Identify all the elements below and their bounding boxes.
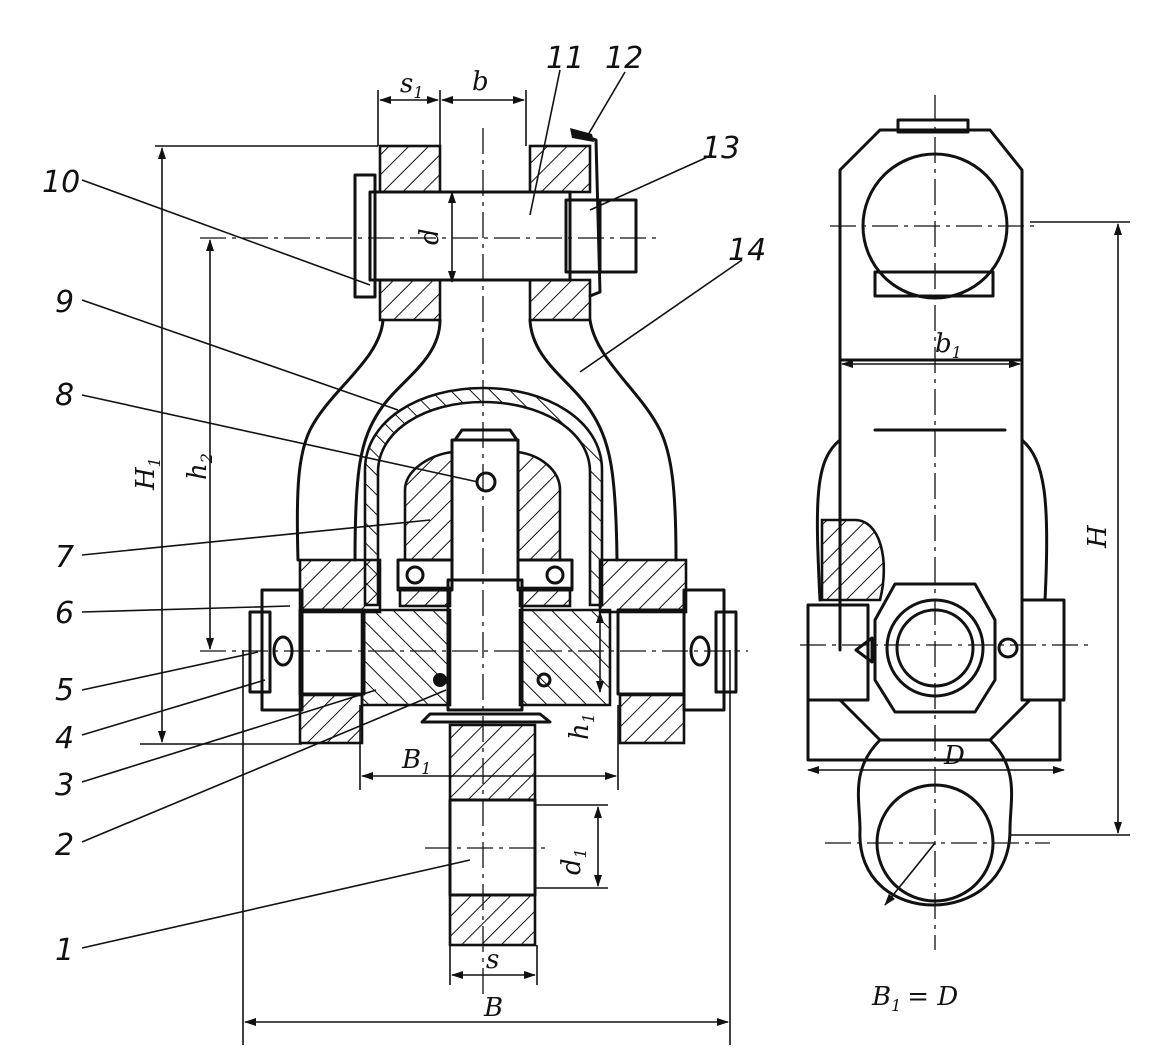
dim-s1: s1 [400, 69, 424, 102]
equality-note: B1= D [871, 982, 958, 1015]
svg-text:d: d [415, 228, 445, 245]
callout-5: 5 [55, 673, 74, 708]
svg-text:s: s [486, 945, 499, 975]
callout-1: 1 [55, 933, 74, 968]
svg-text:h1: h1 [565, 713, 598, 740]
callout-14: 14 [728, 233, 766, 268]
dim-s: s [486, 945, 499, 975]
callout-2: 2 [55, 828, 74, 863]
front-section-view [81, 69, 748, 1045]
callout-4: 4 [55, 721, 74, 756]
svg-text:d1: d1 [557, 848, 590, 875]
dim-d1: d1 [557, 848, 590, 875]
svg-text:H1: H1 [131, 457, 164, 491]
dim-b1: b1 [935, 329, 962, 362]
callout-8: 8 [55, 378, 74, 413]
callout-3: 3 [55, 768, 74, 803]
svg-text:D: D [943, 741, 965, 771]
svg-text:B: B [483, 993, 503, 1023]
dim-d: d [415, 228, 445, 245]
svg-text:B1: B1 [401, 745, 431, 778]
dim-h1: h1 [565, 713, 598, 740]
dim-b: b [472, 67, 489, 97]
callout-13: 13 [702, 131, 740, 166]
callout-9: 9 [55, 285, 74, 320]
callout-7: 7 [55, 540, 74, 575]
callout-10: 10 [42, 165, 80, 200]
callout-11: 11 [546, 41, 584, 76]
callout-6: 6 [55, 596, 74, 631]
callout-labels: 1 2 3 4 5 6 7 8 9 10 11 12 13 14 [42, 41, 766, 968]
svg-text:B1= D: B1= D [871, 982, 958, 1015]
dim-h2: h2 [183, 453, 216, 480]
dim-H: H [1083, 524, 1113, 549]
svg-text:b: b [472, 67, 489, 97]
dim-B: B [483, 993, 503, 1023]
svg-text:H: H [1083, 524, 1113, 549]
svg-text:h2: h2 [183, 453, 216, 480]
dim-B1: B1 [401, 745, 431, 778]
dimension-labels: s1 b d H1 h2 h1 B1 d1 s B b1 [131, 67, 1113, 1023]
callout-12: 12 [605, 41, 643, 76]
dim-D: D [943, 741, 965, 771]
side-view [800, 95, 1130, 950]
svg-text:b1: b1 [935, 329, 962, 362]
svg-text:s1: s1 [400, 69, 424, 102]
dim-H1: H1 [131, 457, 164, 491]
